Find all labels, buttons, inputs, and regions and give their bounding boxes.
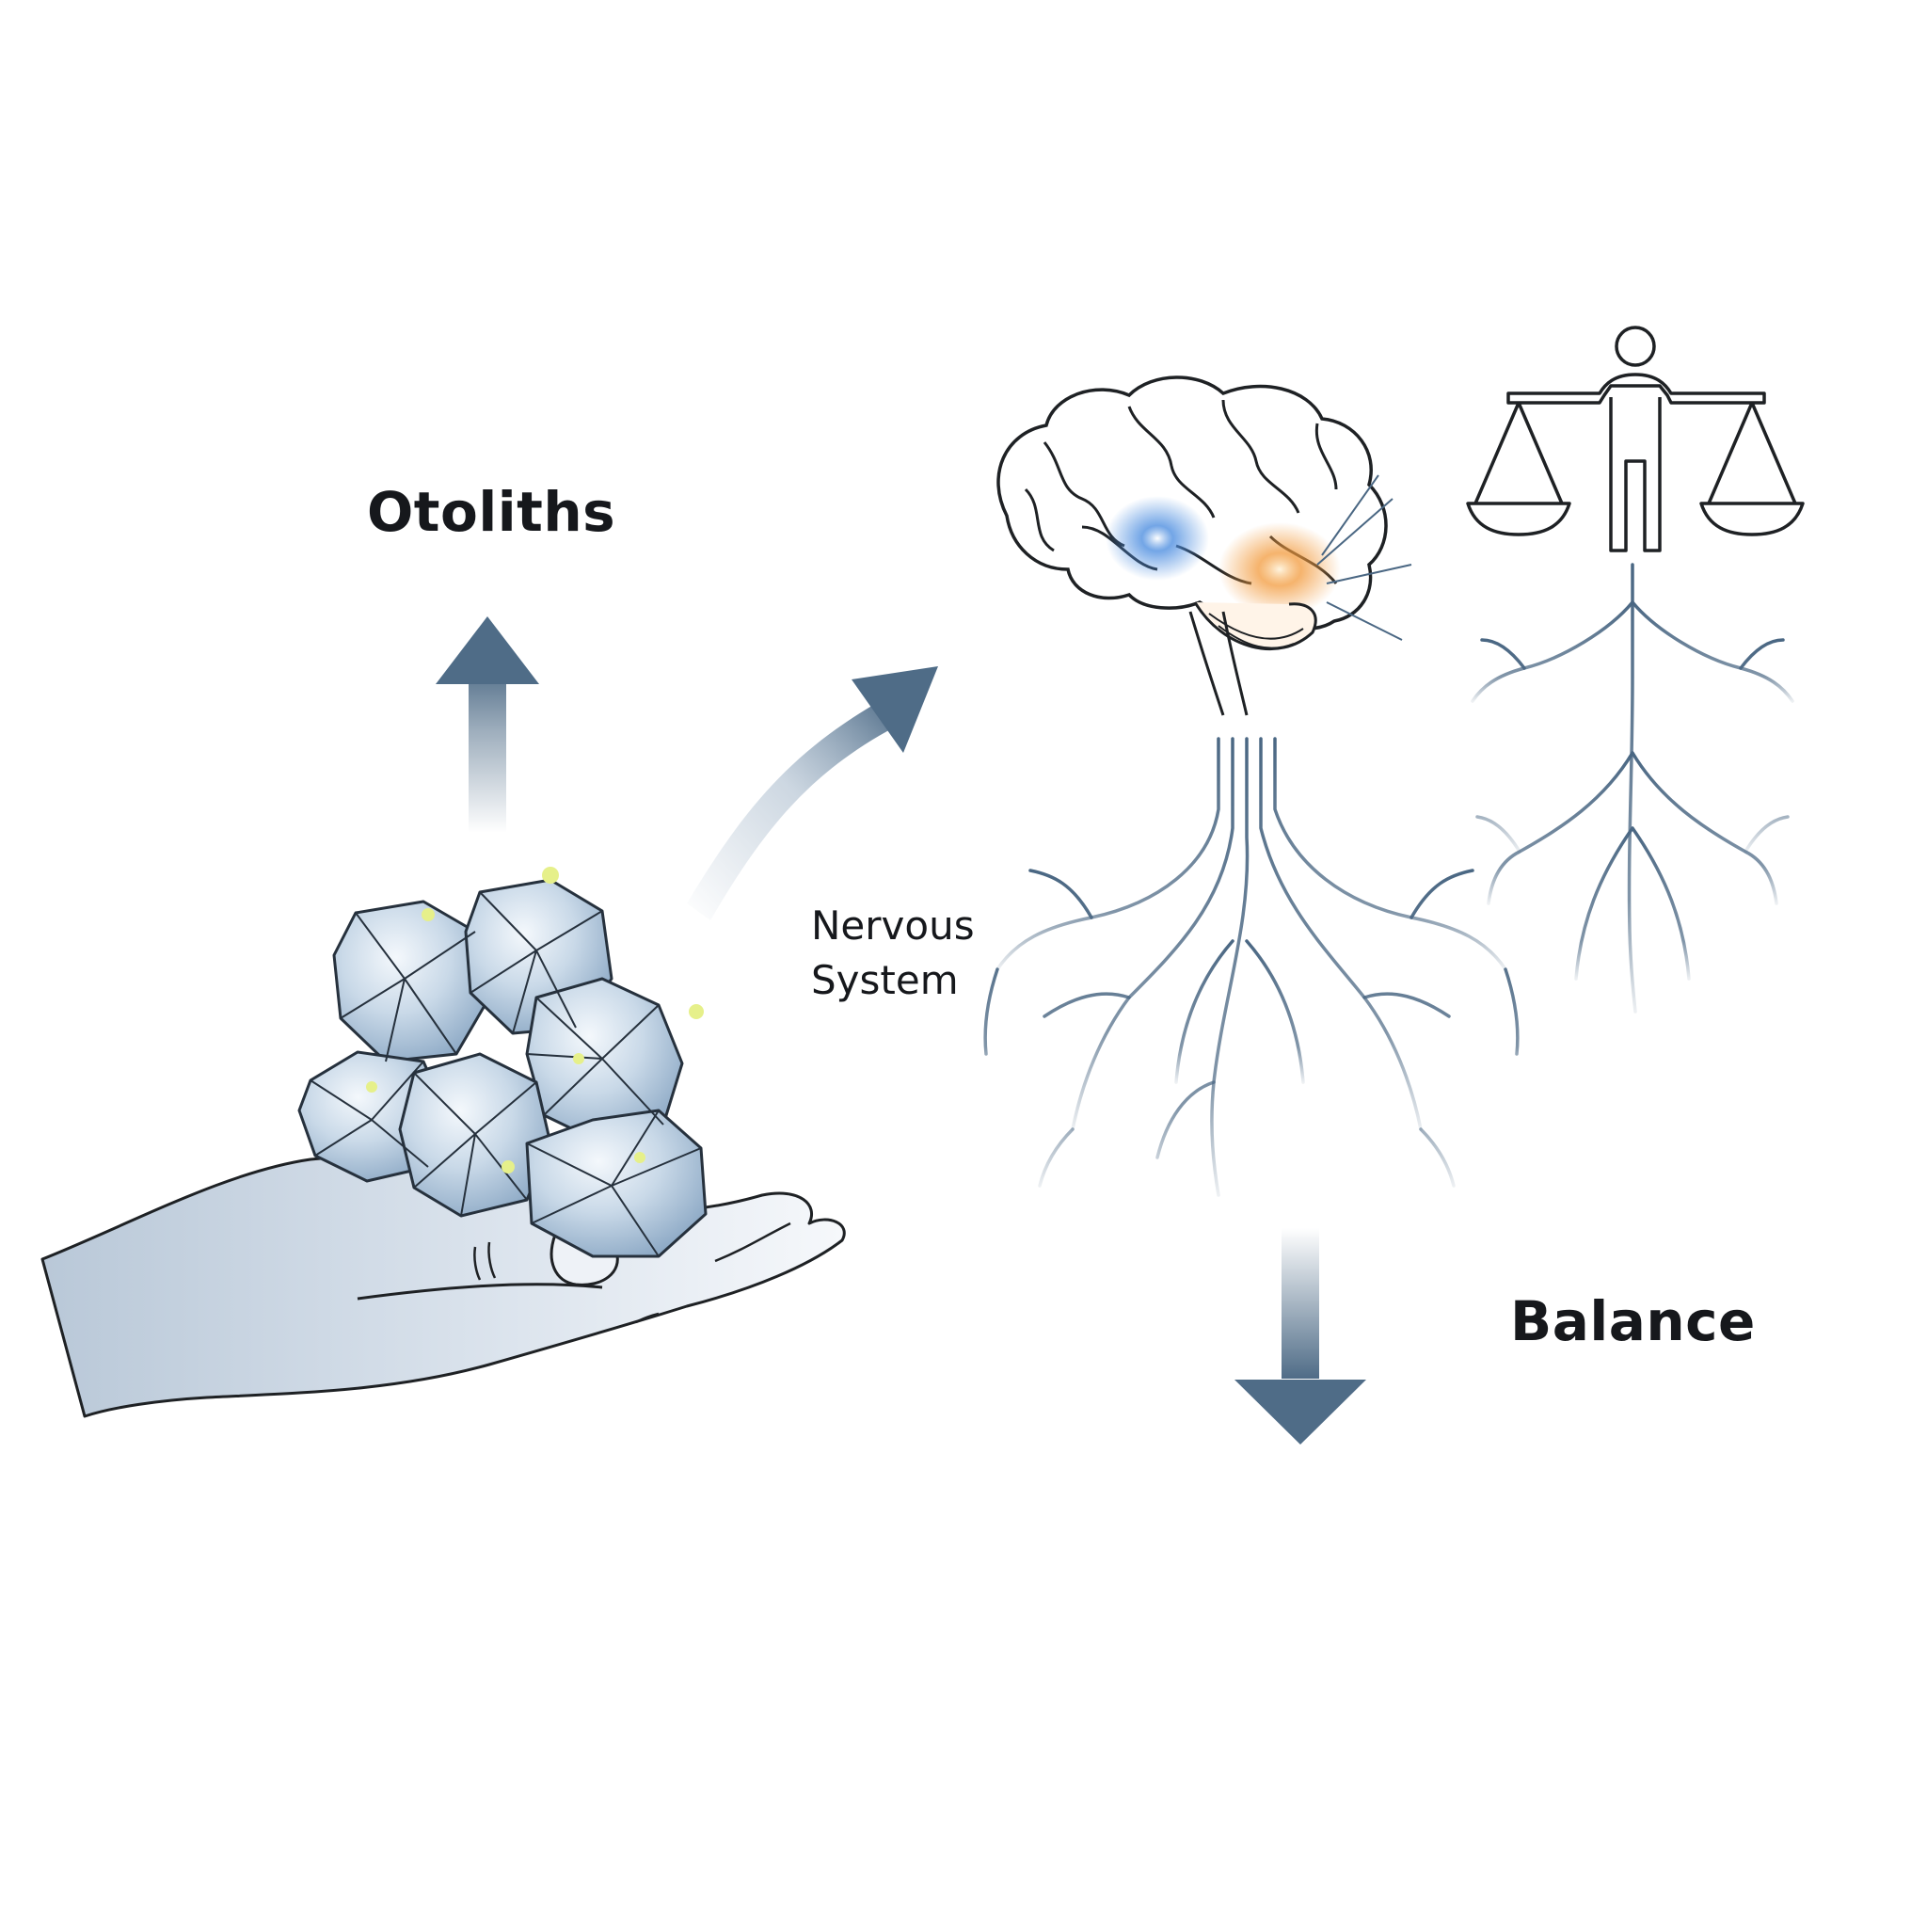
scales-figure-icon	[1466, 326, 1805, 552]
curved-arrow-icon	[687, 666, 938, 920]
nerve-tree-right-icon	[1471, 563, 1794, 1014]
nervous-system-label-line1: Nervous	[811, 902, 975, 949]
brain-icon	[996, 375, 1412, 716]
balance-label: Balance	[1510, 1289, 1756, 1353]
nervous-system-label: Nervous System	[811, 899, 975, 1008]
nervous-system-label-line2: System	[811, 957, 959, 1003]
otoliths-label: Otoliths	[367, 480, 616, 544]
down-arrow-icon	[1234, 1228, 1366, 1445]
up-arrow-icon	[436, 616, 539, 833]
nerve-tree-icon	[983, 737, 1520, 1197]
sparkle-icon	[366, 867, 704, 1174]
otolith-crystals-icon	[297, 878, 708, 1258]
